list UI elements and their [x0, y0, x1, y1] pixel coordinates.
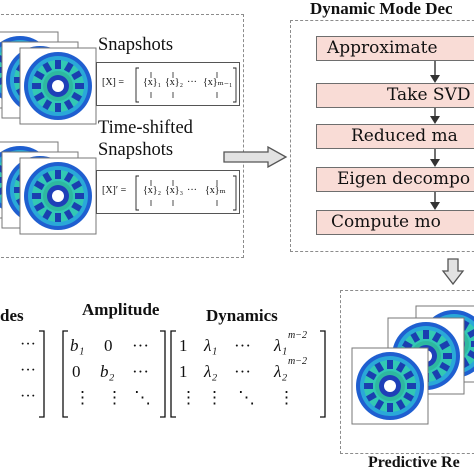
modes-bracket: [39, 330, 45, 418]
dynamics-brackets: [170, 330, 326, 418]
amp-cell-0-1: 0: [104, 336, 113, 355]
dynamics-matrix: 1 λ₁ ··· λ₁ m−2 1 λ₂ ··· λ₂ m−2 ⋮ ⋮ ⋱ ⋮: [170, 330, 326, 418]
dyn-cell-1-0: 1: [179, 362, 188, 381]
amp-cell-1-0: 0: [72, 362, 81, 381]
dyn-cell-1-1: λ₂: [204, 362, 218, 381]
dyn-cell-2-3: ⋮: [278, 388, 295, 407]
amp-cell-1-2: ···: [132, 362, 149, 381]
amplitude-matrix: b₁ 0 ··· 0 b₂ ··· ⋮ ⋮ ⋱: [62, 330, 166, 418]
down-arrow-icon: [441, 258, 465, 286]
amplitude-label: Amplitude: [82, 300, 160, 319]
matrix1-entry-1: {x}₁: [143, 77, 162, 88]
step-compute-modes: Compute mo: [316, 210, 474, 235]
dyn-exponent-1: m−2: [288, 356, 307, 367]
matrix2-entry-3: ···: [187, 185, 197, 196]
modes-dots-3: ···: [20, 388, 36, 405]
matrix1-entry-3: ···: [187, 77, 197, 88]
dyn-cell-2-1: ⋮: [206, 388, 223, 407]
matrix2-entry-2: {x}₃: [165, 185, 184, 196]
step-eigen-decomposition: Eigen decompo: [316, 167, 474, 192]
amp-cell-2-2: ⋱: [134, 388, 151, 407]
amp-cell-1-1: b₂: [100, 362, 115, 381]
dyn-cell-1-2: ···: [234, 362, 251, 381]
amp-cell-0-0: b₁: [70, 336, 85, 355]
matrix2-brackets: [135, 175, 237, 211]
snapshots-label: Snapshots: [98, 35, 174, 55]
matrix1-lhs: [X] =: [102, 77, 125, 88]
amp-cell-2-0: ⋮: [74, 388, 91, 407]
step-reduced-matrix: Reduced ma: [316, 124, 474, 149]
modes-dots-1: ···: [20, 336, 36, 353]
dyn-exponent-0: m−2: [288, 330, 307, 341]
predictive-images: [351, 305, 474, 425]
dyn-cell-2-2: ⋱: [238, 388, 255, 407]
matrix2-entry-1: {x}₂: [143, 185, 162, 196]
matrix1-entry-2: {x}₂: [165, 77, 184, 88]
modes-dots-2: ···: [20, 362, 36, 379]
matrix1-entry-4: {x}ₘ₋₁: [203, 77, 233, 88]
amp-cell-2-1: ⋮: [106, 388, 123, 407]
shifted-label-line2: Snapshots: [98, 140, 174, 160]
modes-matrix: ··· ··· ···: [0, 330, 48, 418]
amp-cell-0-2: ···: [132, 336, 149, 355]
predictive-label: Predictive Re: [368, 454, 460, 471]
matrix1-brackets: [135, 67, 237, 103]
amplitude-brackets: [62, 330, 166, 418]
shifted-matrix: [X]′ = {x}₂ {x}₃ ··· {x}ₘ: [96, 170, 240, 214]
dyn-cell-0-2: ···: [234, 336, 251, 355]
matrix2-lhs: [X]′ =: [102, 185, 127, 196]
dyn-cell-0-3: λ₁: [274, 336, 288, 355]
dyn-cell-0-1: λ₁: [204, 336, 218, 355]
shifted-label-line1: Time-shifted: [98, 118, 193, 138]
snapshot-matrix: [X] = {x}₁ {x}₂ ··· {x}ₘ₋₁: [96, 62, 240, 106]
snapshot-images: [0, 31, 97, 235]
dmd-title: Dynamic Mode Dec: [310, 0, 453, 18]
matrix2-entry-4: {x}ₘ: [205, 185, 226, 196]
step-arrows: [430, 61, 440, 210]
dyn-cell-1-3: λ₂: [274, 362, 288, 381]
dynamics-label: Dynamics: [206, 306, 278, 325]
modes-label: des: [0, 306, 24, 325]
right-arrow-icon: [223, 146, 288, 168]
dyn-cell-0-0: 1: [179, 336, 188, 355]
step-approximate: Approximate: [316, 36, 474, 61]
step-svd: Take SVD: [316, 83, 474, 108]
dyn-cell-2-0: ⋮: [180, 388, 197, 407]
